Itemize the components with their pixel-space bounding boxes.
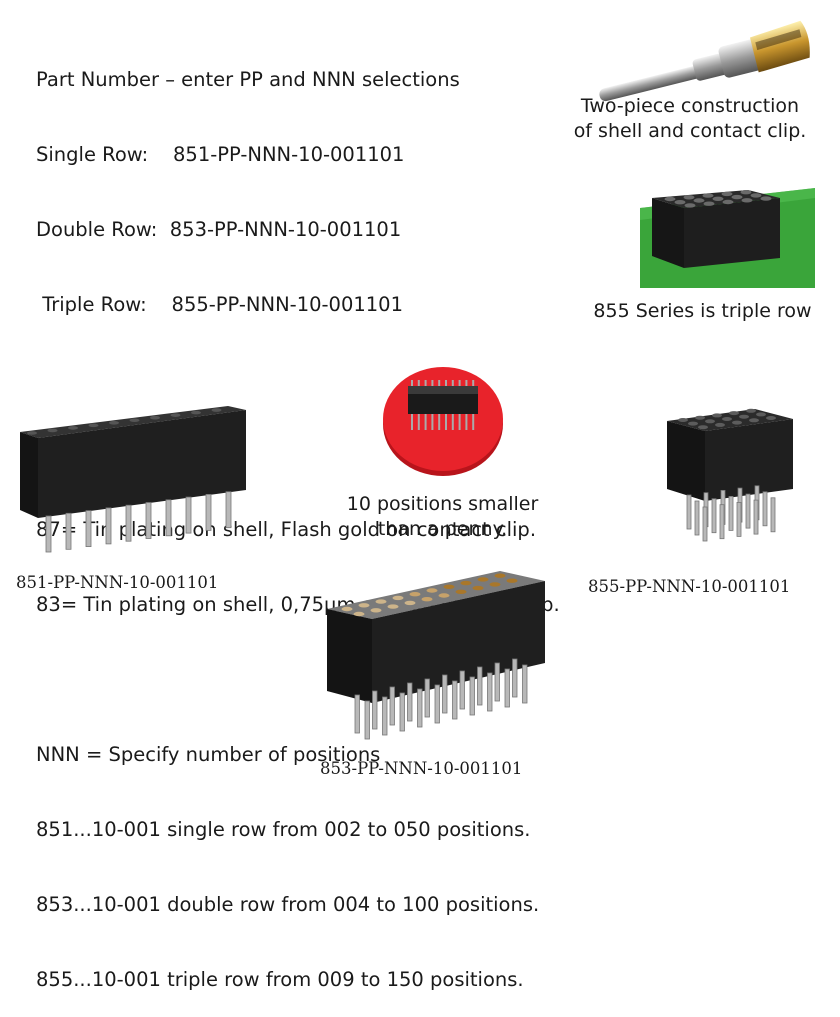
nnn-option-851: 851...10-001 single row from 002 to 050 … (36, 818, 531, 841)
part-855-caption: 855-PP-NNN-10-001101 (588, 577, 791, 596)
single-row-connector-image (20, 406, 246, 553)
double-row-connector-image (327, 571, 545, 740)
single-row-label: Single Row: (36, 143, 149, 166)
triple-row-line: Triple Row: 855-PP-NNN-10-001101 (36, 292, 560, 317)
double-row-code: 853-PP-NNN-10-001101 (169, 218, 402, 241)
contact-clip-caption: Two-piece construction of shell and cont… (560, 94, 820, 144)
triple-row-connector-image (667, 408, 793, 542)
part-number-title: Part Number – enter PP and NNN selection… (36, 68, 460, 91)
double-row-line: Double Row: 853-PP-NNN-10-001101 (36, 217, 560, 242)
single-row-code: 851-PP-NNN-10-001101 (173, 143, 405, 166)
penny-caption: 10 positions smaller than a penny. (335, 492, 550, 542)
triple-row-label: Triple Row: (42, 293, 147, 316)
nnn-option-855: 855...10-001 triple row from 009 to 150 … (36, 968, 524, 991)
single-row-line: Single Row: 851-PP-NNN-10-001101 (36, 142, 560, 167)
contact-clip-image (599, 20, 810, 102)
penny-image (383, 367, 503, 476)
triple-row-caption: 855 Series is triple row (593, 300, 812, 322)
contact-caption-line1: Two-piece construction (580, 95, 800, 117)
triple-row-code: 855-PP-NNN-10-001101 (171, 293, 403, 316)
contact-caption-line2: of shell and contact clip. (573, 120, 807, 142)
part-851-caption: 851-PP-NNN-10-001101 (16, 573, 219, 592)
nnn-option-853: 853...10-001 double row from 004 to 100 … (36, 893, 540, 916)
double-row-label: Double Row: (36, 218, 158, 241)
triple-row-pcb-image (640, 188, 815, 288)
part-853-caption: 853-PP-NNN-10-001101 (320, 759, 523, 778)
penny-caption-line2: than a penny. (377, 518, 508, 540)
nnn-title: NNN = Specify number of positions (36, 743, 381, 766)
penny-caption-line1: 10 positions smaller (346, 493, 539, 515)
